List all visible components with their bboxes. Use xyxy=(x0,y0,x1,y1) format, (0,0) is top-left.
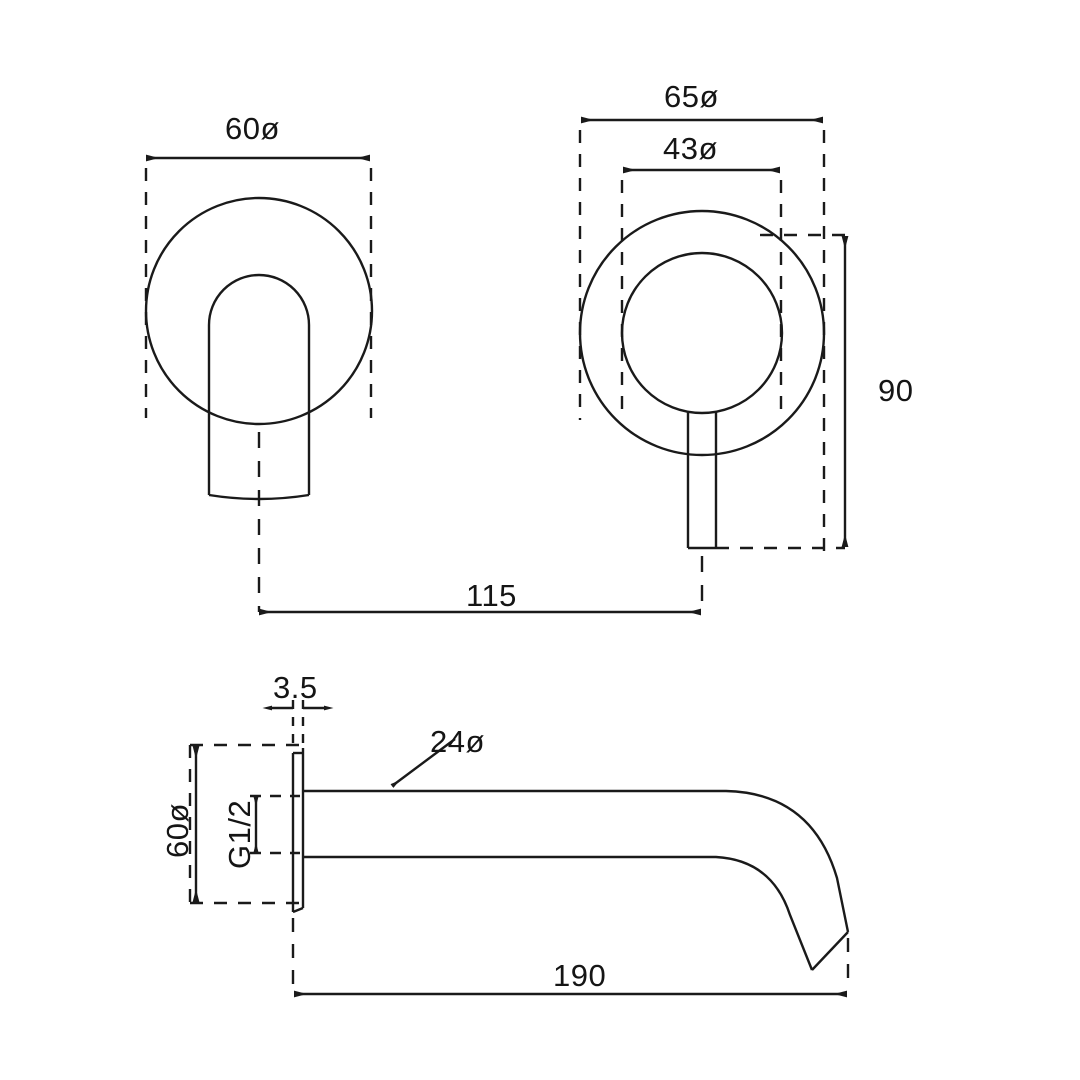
spout-tip-angled-cut xyxy=(811,931,849,971)
view-front-escutcheon xyxy=(144,196,374,501)
dim-label-60-spout: 60ø xyxy=(160,803,195,858)
dim-label-65: 65ø xyxy=(664,79,719,114)
handle-inner-ring xyxy=(620,251,784,415)
view-spout xyxy=(291,748,850,971)
dim-label-g12: G1/2 xyxy=(222,799,257,869)
spout-ext-60 xyxy=(188,743,300,905)
dim-label-43: 43ø xyxy=(663,131,718,166)
leader-line-24 xyxy=(390,738,456,788)
handle-lever-outline xyxy=(207,273,311,495)
spout-outline-bottom xyxy=(303,855,814,971)
view-side-handle xyxy=(578,209,826,550)
escutcheon-outer-circle xyxy=(144,196,374,426)
view2-extension-lines xyxy=(578,130,845,555)
dim-label-24: 24ø xyxy=(430,724,485,759)
flange-bottom-cap xyxy=(292,906,304,914)
dim-label-90: 90 xyxy=(878,373,914,408)
spout-ext-190 xyxy=(291,918,850,986)
dim-label-115: 115 xyxy=(466,578,517,613)
dim-label-35: 3.5 xyxy=(273,670,318,705)
spout-outline-top xyxy=(303,789,850,933)
view1-extension-lines xyxy=(144,168,373,418)
spout-ext-35 xyxy=(291,700,305,748)
dim-label-60-front: 60ø xyxy=(225,111,280,146)
dim-label-190: 190 xyxy=(553,958,607,993)
handle-outer-ring xyxy=(578,209,826,457)
spout-ext-g12 xyxy=(250,794,300,855)
